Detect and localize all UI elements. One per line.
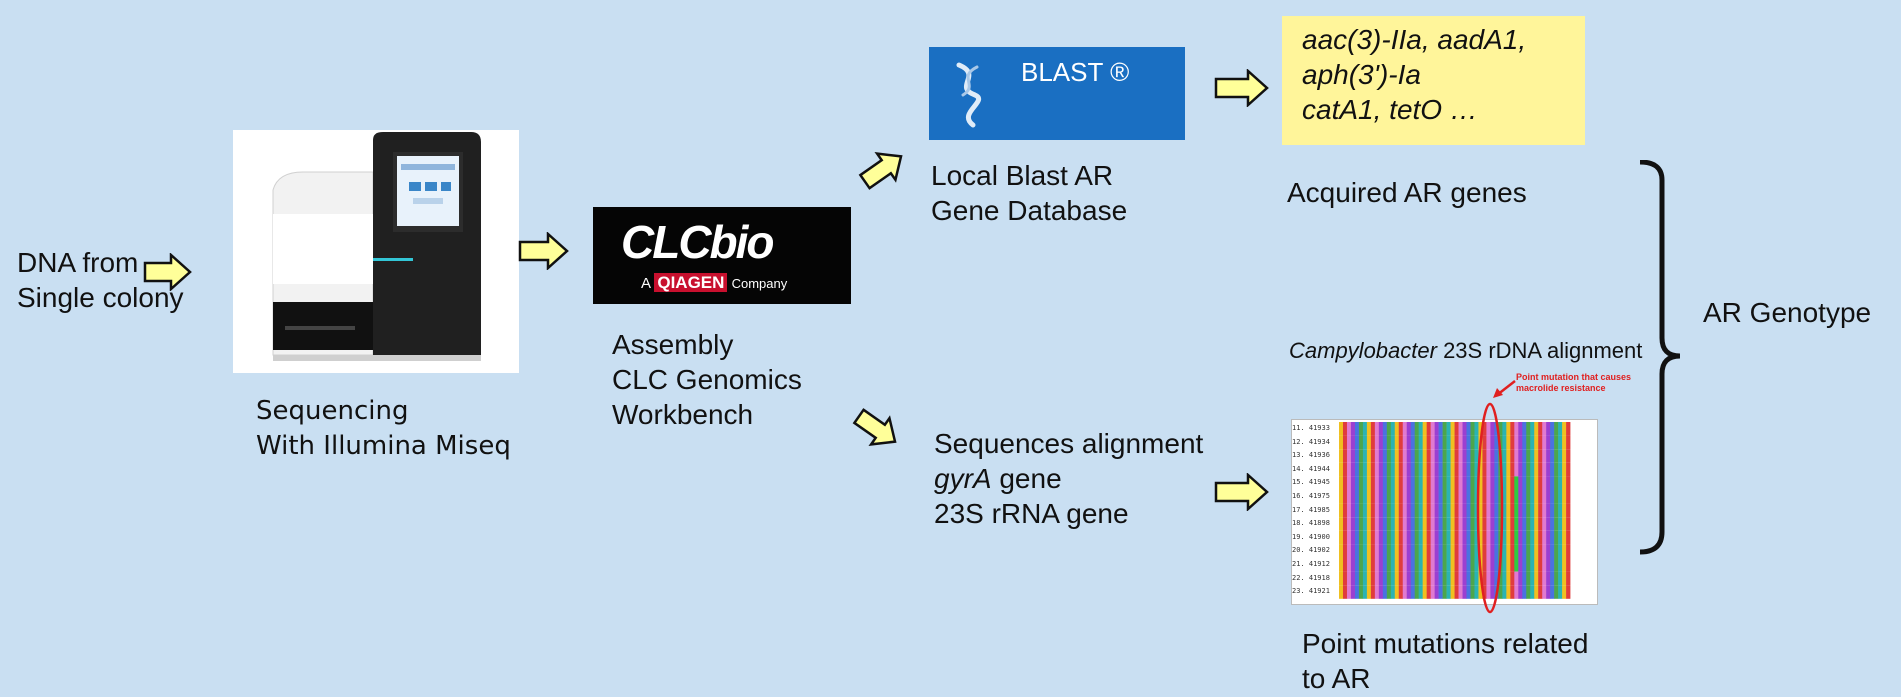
point-mutations-line2: to AR — [1302, 663, 1371, 694]
genotype-bracket — [1639, 160, 1681, 555]
assembly-line3: Workbench — [612, 399, 754, 430]
assembly-line1: Assembly — [612, 329, 734, 360]
sequencing-line2: With Illumina Miseq — [256, 431, 511, 461]
gyra-gene-name: gyrA — [934, 463, 992, 494]
mutation-annotation-line2: macrolide resistance — [1516, 383, 1606, 393]
alignment-row-label: 14. 41944 — [1292, 464, 1330, 473]
alignment-row-label: 15. 41945 — [1292, 478, 1330, 487]
clc-sub-a: A — [641, 275, 651, 292]
alignment-line1: Sequences alignment — [934, 428, 1204, 459]
clc-bio-logo: CLCbio A QIAGEN Company — [593, 207, 851, 304]
alignment-grid — [1339, 422, 1571, 599]
alignment-line3: 23S rRNA gene — [934, 498, 1129, 529]
point-mutations-line1: Point mutations related — [1302, 628, 1589, 659]
assembly-line2: CLC Genomics — [612, 364, 802, 395]
blast-logo: BLAST ® — [929, 47, 1185, 140]
alignment-title-organism: Campylobacter — [1289, 338, 1437, 363]
flow-arrow-to-sequencer — [143, 253, 192, 291]
dna-source-label: DNA from Single colony — [17, 245, 184, 315]
blast-logo-text: BLAST ® — [1021, 57, 1130, 87]
dna-helix-icon — [956, 62, 982, 128]
alignment-figure-title: Campylobacter 23S rDNA alignment — [1289, 338, 1642, 364]
dna-source-line1: DNA from — [17, 247, 139, 278]
point-mutations-label: Point mutations related to AR — [1302, 626, 1588, 696]
alignment-row-label: 13. 41936 — [1292, 451, 1330, 460]
alignment-row-label: 11. 41933 — [1292, 424, 1330, 432]
mutation-annotation-line1: Point mutation that causes — [1516, 372, 1632, 382]
clc-sub-company: Company — [731, 276, 788, 291]
local-blast-line2: Gene Database — [931, 195, 1128, 226]
alignment-row-label: 17. 41985 — [1292, 505, 1330, 514]
genes-line1: aac(3)-IIa, aadA1, — [1302, 24, 1527, 55]
clc-bio-logo-text: CLCbio — [621, 216, 775, 268]
sequencing-line1: Sequencing — [256, 396, 409, 426]
flow-arrow-to-alignment — [852, 408, 897, 446]
dna-source-line2: Single colony — [17, 282, 184, 313]
local-blast-label: Local Blast AR Gene Database — [931, 158, 1127, 228]
alignment-row-label: 12. 41934 — [1292, 437, 1330, 446]
mutation-pointer-arrow — [1493, 380, 1516, 398]
mutation-highlight-ellipse — [1476, 402, 1504, 614]
alignment-row-label: 19. 41900 — [1292, 532, 1330, 541]
flow-arrow-to-blast — [858, 152, 903, 190]
flow-arrow-to-alignment-figure — [1214, 473, 1269, 511]
alignment-row-labels: 11. 41933 12. 41934 13. 41936 14. 41944 15. … — [1292, 422, 1338, 599]
flow-arrow-to-assembly — [518, 232, 569, 270]
sequencing-label: Sequencing With Illumina Miseq — [256, 394, 511, 464]
flow-arrow-to-genes — [1214, 69, 1269, 107]
mutation-annotation: Point mutation that causes macrolide res… — [1516, 372, 1631, 394]
assembly-label: Assembly CLC Genomics Workbench — [612, 327, 802, 432]
genes-line3: catA1, tetO … — [1302, 94, 1478, 125]
genes-line2: aph(3')-Ia — [1302, 59, 1421, 90]
alignment-label: Sequences alignment gyrA gene 23S rRNA g… — [934, 426, 1203, 531]
acquired-genes-box: aac(3)-IIa, aadA1, aph(3')-Ia catA1, tet… — [1282, 16, 1585, 145]
alignment-row-label: 22. 41918 — [1292, 573, 1330, 582]
acquired-genes-label: Acquired AR genes — [1287, 177, 1527, 208]
alignment-row-label: 21. 41912 — [1292, 559, 1330, 568]
alignment-row-label: 20. 41902 — [1292, 546, 1330, 555]
alignment-line2: gyrA gene — [934, 461, 1203, 496]
alignment-row-label: 16. 41975 — [1292, 491, 1330, 500]
alignment-row-label: 23. 41921 — [1292, 587, 1330, 596]
qiagen-wordmark: QIAGEN — [654, 273, 728, 292]
local-blast-line1: Local Blast AR — [931, 160, 1114, 191]
alignment-line2-rest: gene — [991, 463, 1062, 494]
sequencer-image — [233, 130, 519, 373]
ar-genotype-label: AR Genotype — [1703, 297, 1872, 328]
alignment-title-rest: 23S rDNA alignment — [1436, 338, 1643, 363]
alignment-row-label: 18. 41898 — [1292, 519, 1330, 528]
alignment-figure: 11. 41933 12. 41934 13. 41936 14. 41944 15. … — [1291, 419, 1598, 605]
